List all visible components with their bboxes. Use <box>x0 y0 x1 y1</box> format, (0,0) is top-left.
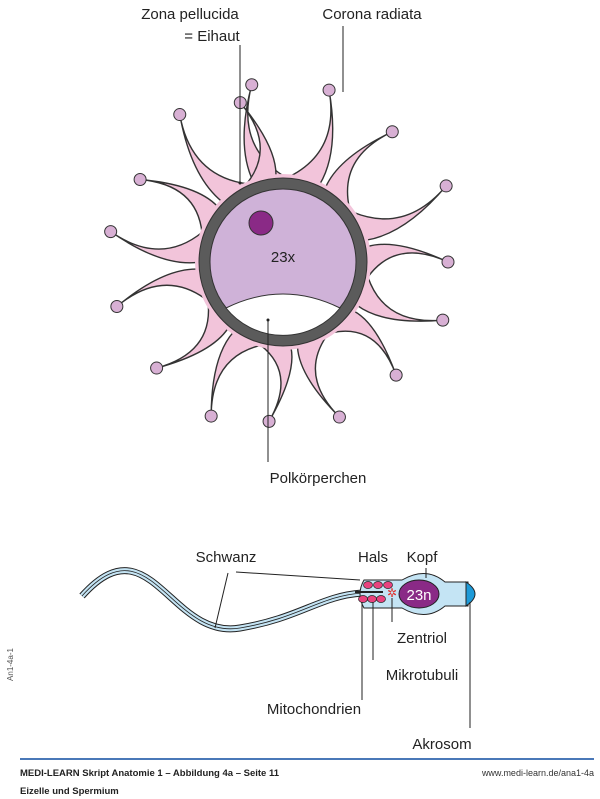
label-corona-radiata: Corona radiata <box>322 6 422 23</box>
corona-cell-knob <box>262 414 276 428</box>
sperm-tail <box>79 567 363 633</box>
label-mikrotubuli: Mikrotubuli <box>386 667 459 684</box>
acrosome <box>465 581 476 607</box>
corona-cell-knob <box>436 313 450 327</box>
mitochondria <box>358 581 393 603</box>
sperm-chromosomes: 23n <box>406 587 431 604</box>
corona-cell-knob <box>385 125 399 139</box>
corona-cell <box>366 243 449 280</box>
footer-title: MEDI-LEARN Skript Anatomie 1 – Abbildung… <box>20 768 280 779</box>
corona-cell-knob <box>245 78 259 92</box>
label-zentriol: Zentriol <box>397 630 447 647</box>
corona-cell-knob <box>389 368 403 382</box>
label-schwanz: Schwanz <box>196 549 257 566</box>
corona-cell-knob <box>441 255 455 269</box>
corona-cell <box>296 334 340 418</box>
tail-leader-2 <box>214 572 229 629</box>
corona-cell <box>116 268 207 308</box>
egg-nucleus <box>248 210 274 236</box>
corona-cell-knob <box>439 179 453 193</box>
corona-cell <box>356 274 443 322</box>
label-zona-pellucida: Zona pellucida <box>141 6 239 23</box>
footer-divider <box>20 758 594 760</box>
corona-cell <box>257 344 293 422</box>
label-polkoerperchen: Polkörperchen <box>270 470 367 487</box>
label-mitochondrien: Mitochondrien <box>267 701 361 718</box>
footer-url[interactable]: www.medi-learn.de/ana1-4a <box>481 768 594 778</box>
footer-subtitle: Eizelle und Spermium <box>20 786 119 797</box>
figure-code: An1-4a-1 <box>5 648 15 681</box>
label-akrosom: Akrosom <box>412 736 471 753</box>
corona-cell <box>351 185 447 241</box>
corona-cell-knob <box>322 83 336 97</box>
corona-cell-knob <box>110 300 124 314</box>
corona-cell <box>288 89 334 186</box>
tail-leader-1 <box>235 571 361 581</box>
corona-cell-knob <box>133 173 147 186</box>
corona-cell-knob <box>173 108 187 122</box>
label-hals: Hals <box>358 549 388 566</box>
corona-cell-knob <box>150 361 164 375</box>
corona-radiata-cells <box>104 78 455 428</box>
corona-cell-knob <box>204 409 218 423</box>
corona-cell-knob <box>332 410 346 424</box>
corona-cell-knob <box>104 225 118 239</box>
corona-cell <box>110 230 204 264</box>
polar-body <box>225 293 341 336</box>
egg-chromosomes: 23x <box>271 249 296 266</box>
label-eihaut: = Eihaut <box>184 28 240 45</box>
label-kopf-text: Kopf <box>407 549 439 566</box>
sperm-nucleus <box>398 579 440 609</box>
centriole-icon: ✲ <box>387 586 397 600</box>
